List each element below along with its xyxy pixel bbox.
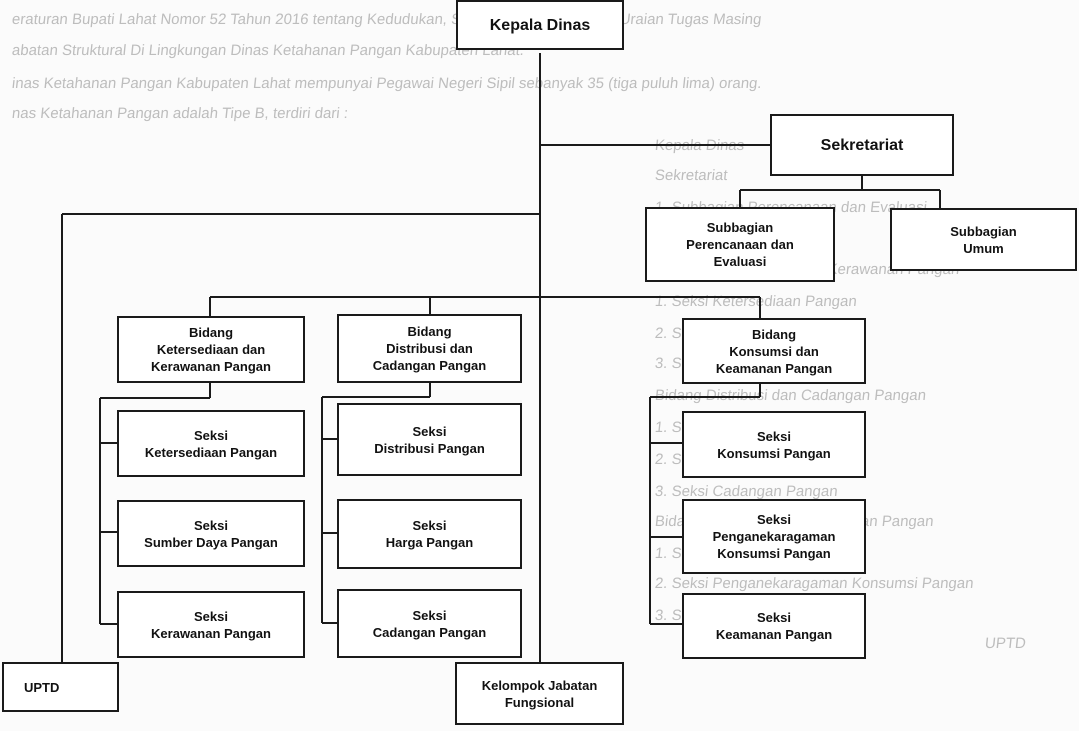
bidang-konsumsi-box: Bidang Konsumsi dan Keamanan Pangan (682, 318, 866, 384)
bidang-ketersediaan-box: Bidang Ketersediaan dan Kerawanan Pangan (117, 316, 305, 383)
seksi-ketersediaan-box: Seksi Ketersediaan Pangan (117, 410, 305, 477)
seksi-distribusi-box: Seksi Distribusi Pangan (337, 403, 522, 476)
kelompok-jabatan-fungsional-box: Kelompok Jabatan Fungsional (455, 662, 624, 725)
seksi-sumber-daya-box: Seksi Sumber Daya Pangan (117, 500, 305, 567)
seksi-harga-box: Seksi Harga Pangan (337, 499, 522, 569)
seksi-konsumsi-box: Seksi Konsumsi Pangan (682, 411, 866, 478)
bidang-distribusi-box: Bidang Distribusi dan Cadangan Pangan (337, 314, 522, 383)
subbagian-umum-box: Subbagian Umum (890, 208, 1077, 271)
seksi-kerawanan-box: Seksi Kerawanan Pangan (117, 591, 305, 658)
uptd-box: UPTD (2, 662, 119, 712)
kepala-dinas-box: Kepala Dinas (456, 0, 624, 50)
sekretariat-box: Sekretariat (770, 114, 954, 176)
seksi-penganekaragaman-box: Seksi Penganekaragaman Konsumsi Pangan (682, 499, 866, 574)
seksi-keamanan-box: Seksi Keamanan Pangan (682, 593, 866, 659)
subbagian-perencanaan-box: Subbagian Perencanaan dan Evaluasi (645, 207, 835, 282)
seksi-cadangan-box: Seksi Cadangan Pangan (337, 589, 522, 658)
